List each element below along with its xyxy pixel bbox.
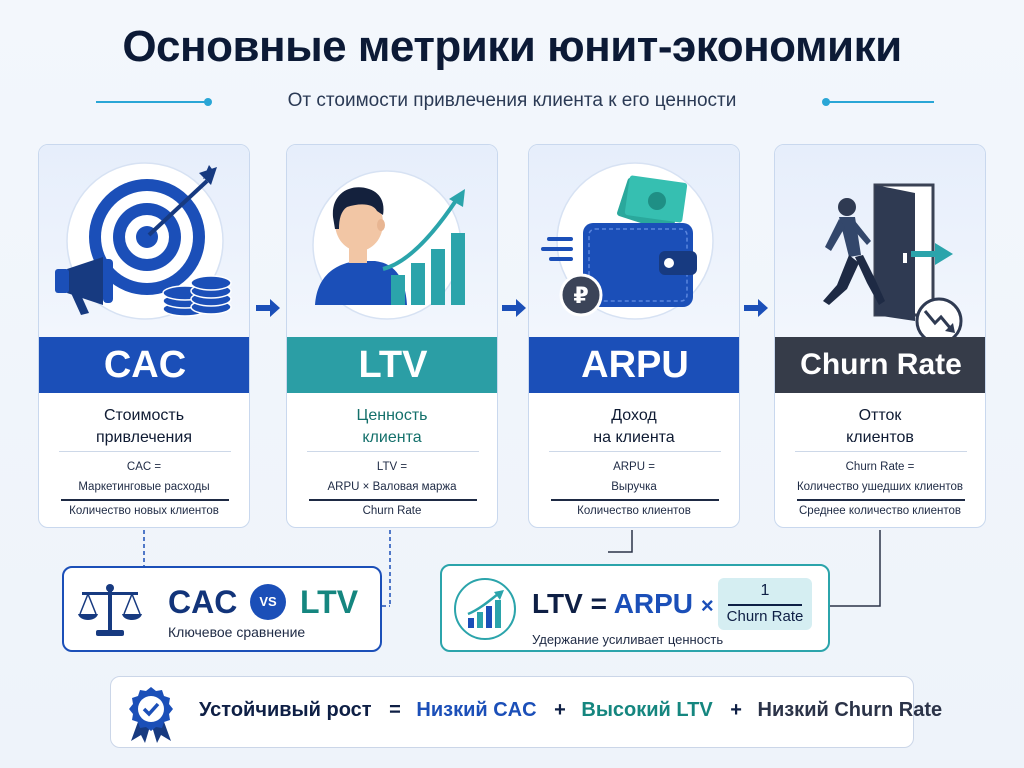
cac-formula-bar [61,499,229,501]
cac-banner: CAC [39,337,249,393]
cac-desc-line1: Стоимость [103,407,185,424]
ltv-formula-icon-circle [454,578,516,640]
ltv-formula-caption: Удержание усиливает ценность [532,632,724,647]
ltv-formula-arpu: ARPU [613,588,694,619]
subtitle-line-left [96,101,208,103]
arrow-right-icon [256,299,280,317]
ltv-desc-line1: Ценность [356,407,428,424]
comparison-ltv: LTV [300,584,359,620]
arpu-desc-line1: Доход [611,407,657,424]
arrow-right-icon [744,299,768,317]
churn-desc-line2: клиентов [846,429,914,446]
ltv-fraction-numerator: 1 [760,582,770,599]
arpu-divider [549,451,721,452]
page-subtitle: От стоимости привлечения клиента к его ц… [287,90,737,111]
comparison-cac: CAC [168,584,238,620]
metric-card-ltv: LTV Ценность клиента LTV = ARPU × Валова… [286,144,498,528]
cac-formula-numerator: Маркетинговые расходы [78,481,210,493]
churn-illustration [775,145,985,337]
svg-text:₽: ₽ [573,284,588,309]
growth-formula-row: Устойчивый рост = Низкий CAC + Высокий L… [199,699,952,722]
cac-formula-denominator: Количество новых клиентов [69,505,219,517]
growth-term-ltv: Высокий LTV [581,699,713,721]
ltv-illustration [287,145,497,337]
arpu-formula-name: ARPU = [613,461,655,473]
cac-illustration [39,145,249,337]
ltv-formula-numerator: ARPU × Валовая маржа [327,481,457,493]
cac-desc-line2: привлечения [95,429,192,446]
ltv-formula-times: × [700,593,714,618]
churn-banner: Churn Rate [775,337,985,393]
subtitle-line-right [826,101,934,103]
growth-base: Устойчивый рост [199,699,372,721]
ltv-fraction-bar [728,604,802,606]
arpu-description: Доход на клиента [529,405,739,449]
cac-description: Стоимость привлечения [39,405,249,449]
person-exit-door-icon [823,183,963,337]
cac-formula-name: CAC = [126,461,162,473]
growth-plus-2: + [730,699,742,721]
subtitle-row: От стоимости привлечения клиента к его ц… [0,88,1024,116]
arrow-right-icon [502,299,526,317]
metric-card-arpu: ₽ ARPU Доход на клиента ARPU = Выручка К… [528,144,740,528]
cac-divider [59,451,231,452]
ltv-banner: LTV [287,337,497,393]
ltv-description: Ценность клиента [287,405,497,449]
ltv-formula-bar [309,499,477,501]
churn-formula-name: Churn Rate = [845,461,915,473]
target-megaphone-coins-icon [55,162,232,320]
comparison-caption: Ключевое сравнение [168,624,306,640]
metric-card-churn: Churn Rate Отток клиентов Churn Rate = К… [774,144,986,528]
comparison-vs-badge: VS [250,584,286,620]
growth-formula-box: Устойчивый рост = Низкий CAC + Высокий L… [110,676,942,748]
ltv-formula-fraction: 1 Churn Rate [718,578,812,630]
ltv-formula-lhs: LTV = [532,588,614,619]
arpu-formula-bar [551,499,719,501]
ltv-fraction-denominator: Churn Rate [726,608,804,625]
ltv-formula-box: LTV = ARPU × 1 Churn Rate Удержание усил… [440,564,830,652]
comparison-box: CAC VS LTV Ключевое сравнение [62,566,382,652]
ltv-desc-line2: клиента [362,429,422,446]
arpu-formula-denominator: Количество клиентов [577,505,691,517]
metric-card-cac: CAC Стоимость привлечения CAC = Маркетин… [38,144,250,528]
growth-term-churn: Низкий Churn Rate [757,699,943,721]
award-badge-check-icon [129,687,173,743]
ltv-formula-denominator: Churn Rate [362,505,422,517]
ltv-formula-name: LTV = [376,461,408,473]
arpu-illustration: ₽ [529,145,739,337]
growth-term-cac: Низкий CAC [416,699,537,721]
subtitle-dot-left [204,98,212,106]
wallet-ruble-icon: ₽ [541,162,714,320]
arpu-banner: ARPU [529,337,739,393]
person-growth-chart-icon [312,170,465,320]
page-title: Основные метрики юнит-экономики [122,22,902,71]
ltv-divider [307,451,479,452]
growth-equals: = [389,699,401,721]
churn-divider [795,451,967,452]
churn-formula-bar [797,499,965,501]
churn-formula-denominator: Среднее количество клиентов [799,505,961,517]
arpu-desc-line2: на клиента [593,429,675,446]
scales-icon [78,584,142,636]
arpu-formula-numerator: Выручка [611,481,657,493]
churn-description: Отток клиентов [775,405,985,449]
growth-plus-1: + [554,699,566,721]
churn-desc-line1: Отток [858,407,902,424]
churn-formula-numerator: Количество ушедших клиентов [796,481,964,493]
ltv-formula-equation: LTV = ARPU × [532,588,714,620]
growth-chart-icon [467,590,504,628]
